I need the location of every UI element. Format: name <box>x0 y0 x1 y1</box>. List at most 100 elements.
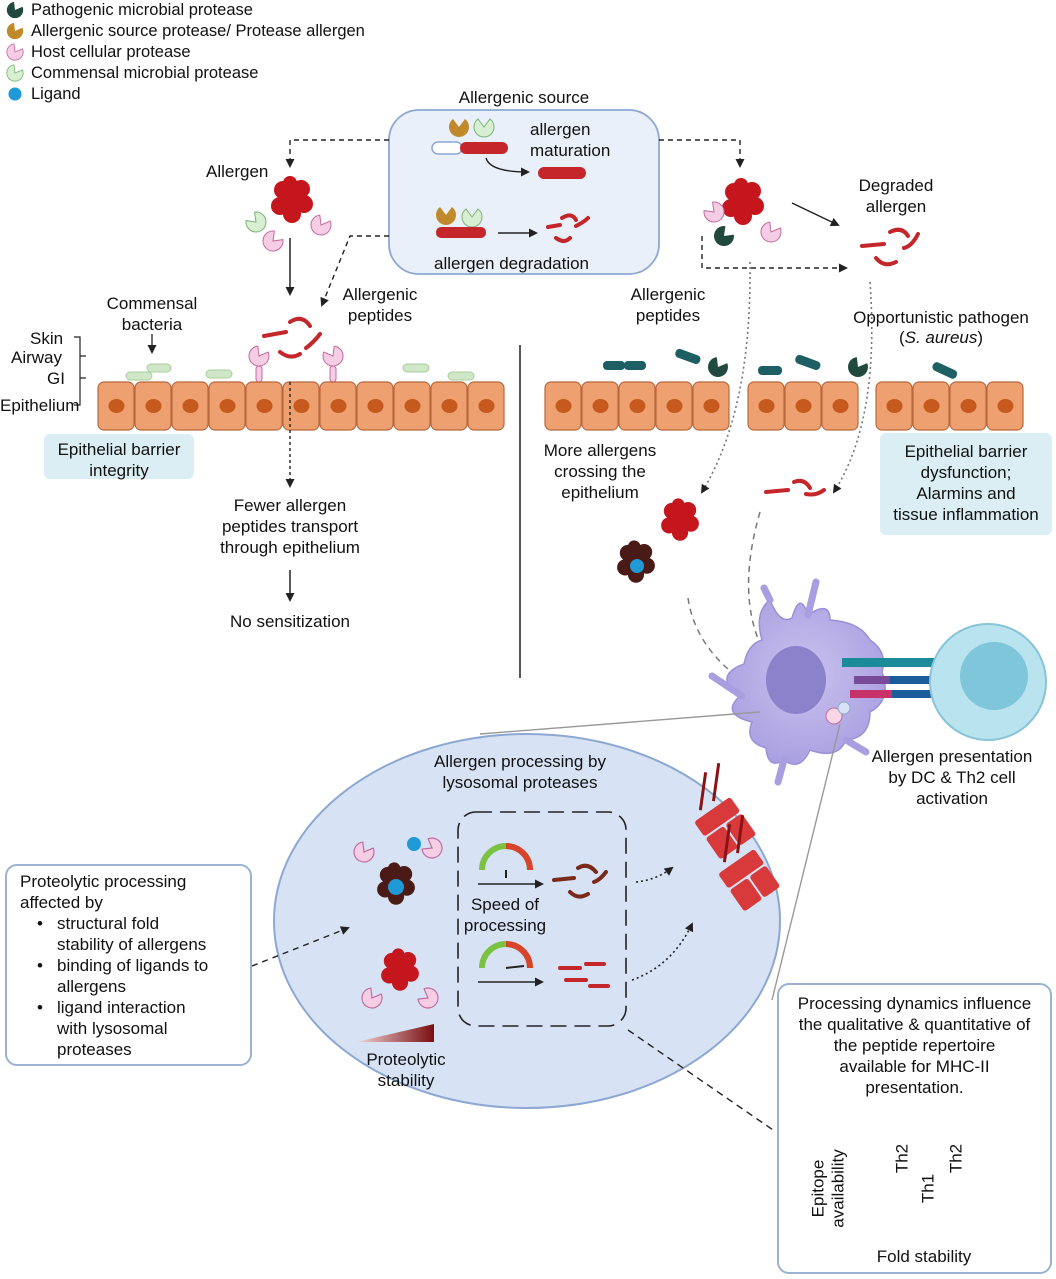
dynamics-text-4: available for MHC-II <box>839 1057 990 1076</box>
maturation-icons <box>431 118 586 179</box>
bullet-icon: • <box>37 914 43 933</box>
cell-nucleus <box>592 399 609 413</box>
pacman-icon <box>6 64 24 82</box>
more-allergens-3: epithelium <box>561 483 639 502</box>
chart-ylabel-2: availability <box>828 1149 848 1228</box>
presentation-2: by DC & Th2 cell <box>888 768 1016 787</box>
source-title: Allergenic source <box>458 88 590 107</box>
dysfunction-3: Alarmins and <box>916 484 1016 503</box>
cell-nucleus <box>997 399 1014 413</box>
cell-nucleus <box>145 399 162 413</box>
factor-bullet-3: • ligand interaction with lysosomal prot… <box>37 998 186 1059</box>
cell-nucleus <box>795 399 812 413</box>
cell-nucleus <box>256 399 273 413</box>
cell-nucleus <box>404 399 421 413</box>
stability-label-2: stability <box>377 1071 435 1090</box>
allergen-protein-left <box>271 176 313 223</box>
pacman-icon <box>6 1 24 19</box>
no-sensitization-label: No sensitization <box>229 612 350 631</box>
cell-nucleus <box>108 399 125 413</box>
processing-title-1: Allergen processing by <box>434 752 606 771</box>
legend-item-pathogenic: Pathogenic microbial protease <box>5 0 253 20</box>
maturation-label-2: maturation <box>530 141 611 160</box>
cell-nucleus <box>293 399 310 413</box>
more-allergens-2: crossing the <box>554 462 646 481</box>
band-label-th1: Th1 <box>918 1173 938 1204</box>
degradation-label: allergen degradation <box>434 254 590 273</box>
legend-item-allergenic-source: Allergenic source protease/ Protease all… <box>5 21 365 41</box>
maturation-label-1: allergen <box>530 120 591 139</box>
factors-box <box>5 864 252 1066</box>
cell-nucleus <box>182 399 199 413</box>
legend-item-host: Host cellular protease <box>5 42 191 62</box>
stability-label-1: Proteolytic <box>366 1050 446 1069</box>
dynamics-box <box>777 983 1052 1274</box>
right-peptides-label-2: peptides <box>635 306 701 325</box>
pacman-icon <box>6 22 24 40</box>
epithelium-intact <box>97 381 505 431</box>
cell-nucleus <box>330 399 347 413</box>
dynamics-text-5: presentation. <box>865 1078 964 1097</box>
dynamics-text-2: the qualitative & quantitative of <box>798 1015 1031 1034</box>
layer-airway: Airway <box>11 348 63 367</box>
barrier-integrity-1: Epithelial barrier <box>57 440 181 459</box>
legend-label: Allergenic source protease/ Protease all… <box>31 21 365 40</box>
cell-nucleus <box>555 399 572 413</box>
speed-label-1: Speed of <box>470 895 540 914</box>
cell-nucleus <box>666 399 683 413</box>
allergenic-source-box <box>388 109 660 275</box>
cell-nucleus <box>923 399 940 413</box>
cell-nucleus <box>441 399 458 413</box>
barrier-dysfunction-box <box>880 433 1052 535</box>
allergen-label: Allergen <box>206 162 269 181</box>
cell-nucleus <box>367 399 384 413</box>
dysfunction-4: tissue inflammation <box>893 505 1039 524</box>
cell-nucleus <box>219 399 236 413</box>
epithelium-disrupted <box>544 381 1024 431</box>
barrier-integrity-2: integrity <box>89 461 149 480</box>
left-peptides-label-1: Allergenic <box>342 285 418 304</box>
factor-bullet-1: • structural fold stability of allergens <box>37 914 207 954</box>
dendritic-cell <box>708 578 886 786</box>
commensal-label-1: Commensal <box>106 294 198 313</box>
pathogen-label: Opportunistic pathogen <box>853 308 1029 327</box>
cell-nucleus <box>478 399 495 413</box>
barrier-integrity-box <box>44 434 194 479</box>
right-peptides-label-1: Allergenic <box>630 285 706 304</box>
fewer-label-1: Fewer allergen <box>233 496 347 515</box>
allergen-protein-right <box>722 178 764 225</box>
dysfunction-1: Epithelial barrier <box>904 442 1028 461</box>
factors-heading-1: Proteolytic processing <box>20 872 187 891</box>
chart-ylabel-1: Epitope <box>808 1159 828 1218</box>
degraded-label-2: allergen <box>865 197 927 216</box>
fewer-label-3: through epithelium <box>220 538 360 557</box>
dynamics-text-1: Processing dynamics influence <box>797 994 1032 1013</box>
cell-nucleus <box>886 399 903 413</box>
pacman-icon <box>6 43 24 61</box>
factor-bullet-2: • binding of ligands to allergens <box>37 956 209 996</box>
lysosomal-processing-oval <box>273 733 781 1109</box>
gauge-fast <box>478 941 544 987</box>
layer-skin: Skin <box>30 329 64 348</box>
bullet-icon: • <box>37 956 43 975</box>
mhc-molecule-2 <box>719 814 780 911</box>
legend-item-ligand: Ligand <box>5 84 81 104</box>
cell-nucleus <box>832 399 849 413</box>
commensal-label-2: bacteria <box>121 315 183 334</box>
dynamics-text-3: the peptide repertoire <box>833 1036 996 1055</box>
left-peptides-label-2: peptides <box>347 306 413 325</box>
dysfunction-2: dysfunction; <box>920 463 1012 482</box>
cell-nucleus <box>960 399 977 413</box>
legend-label: Ligand <box>31 84 81 103</box>
processing-title-2: lysosomal proteases <box>442 773 598 792</box>
legend-label: Host cellular protease <box>31 42 191 61</box>
bullet-icon: • <box>37 998 43 1017</box>
legend-label: Commensal microbial protease <box>31 63 259 82</box>
fewer-label-2: peptides transport <box>221 517 359 536</box>
cell-nucleus <box>758 399 775 413</box>
degradation-icons <box>436 207 590 243</box>
presentation-1: Allergen presentation <box>871 747 1033 766</box>
factors-heading-2: affected by <box>20 893 103 912</box>
mhc-tcr-complex <box>842 658 936 698</box>
legend-label: Pathogenic microbial protease <box>31 0 253 19</box>
